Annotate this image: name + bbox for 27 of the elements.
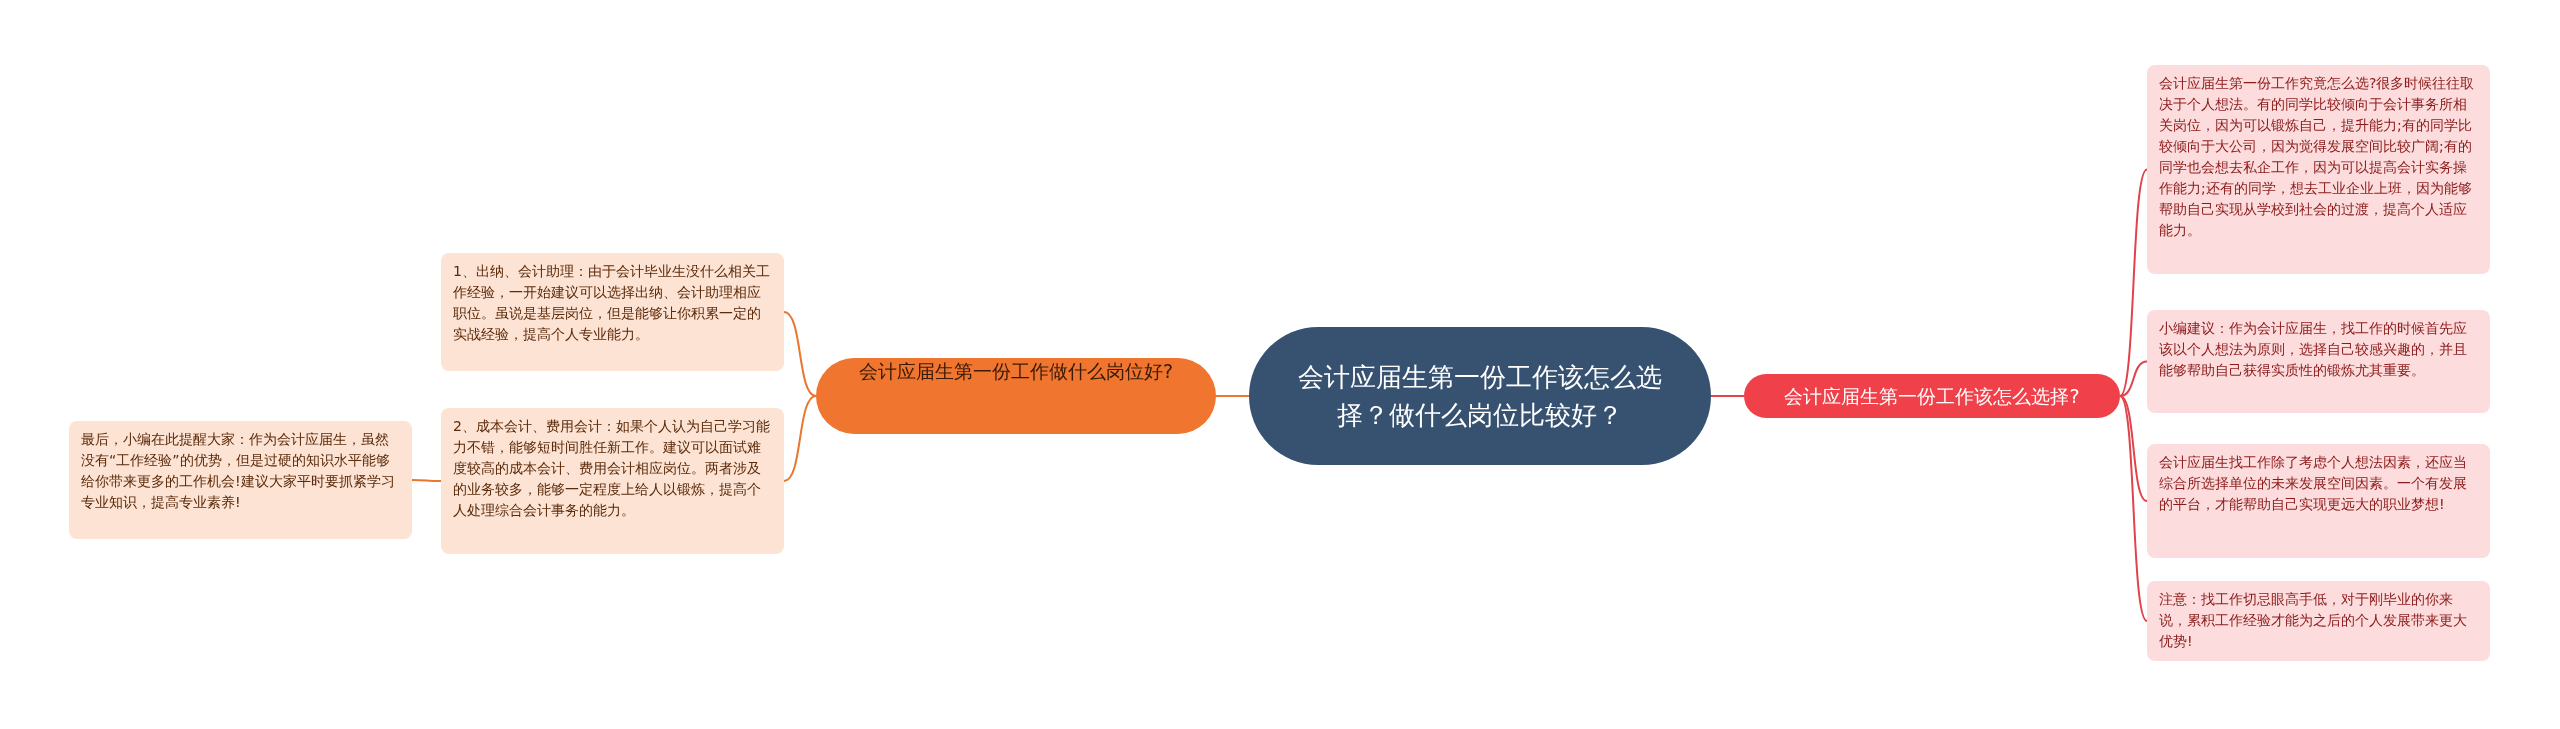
note-card	[441, 408, 784, 554]
node-text: 会计应届生第一份工作做什么岗位好?	[858, 359, 1174, 384]
connector-line	[2119, 168, 2148, 397]
connector-line	[2119, 395, 2148, 502]
node-text: 2、成本会计、费用会计：如果个人认为自己学习能力不错，能够短时间胜任新工作。建议可以面试难度较高的成本会计、费用会计相应岗位。两者涉及的业务较多，能够一定程度上给人以锻炼，提高个人处理综合会计事务的能力。	[453, 417, 771, 520]
connector-line	[783, 311, 817, 397]
connector-line	[2119, 395, 2148, 622]
note-card	[2147, 581, 2490, 661]
connector-line	[1215, 395, 1250, 397]
note-card	[2147, 310, 2490, 413]
connector-line	[411, 479, 442, 482]
connector-line	[1710, 395, 1745, 397]
node-text: 1、出纳、会计助理：由于会计毕业生没什么相关工作经验，一开始建议可以选择出纳、会计助理相应职位。虽说是基层岗位，但是能够让你积累一定的实战经验，提高个人专业能力。	[453, 262, 771, 344]
connector-line	[783, 395, 817, 482]
node-text: 小编建议：作为会计应届生，找工作的时候首先应该以个人想法为原则，选择自己较感兴趣的，并且能够帮助自己获得实质性的锻炼尤其重要。	[2159, 319, 2468, 380]
note-card	[69, 421, 412, 539]
node-text: 会计应届生找工作除了考虑个人想法因素，还应当综合所选择单位的未来发展空间因素。一个有发展的平台，才能帮助自己实现更远大的职业梦想!	[2159, 453, 2468, 514]
note-card	[2147, 65, 2490, 274]
branch-pill	[1744, 374, 2120, 418]
note-card	[441, 253, 784, 371]
connector-line	[2119, 360, 2148, 397]
node-text: 会计应届生第一份工作该怎么选择?	[1784, 384, 2080, 409]
node-text: 会计应届生第一份工作该怎么选择？做什么岗位比较好？	[1297, 361, 1663, 432]
node-text: 会计应届生第一份工作究竟怎么选?很多时候往往取决于个人想法。有的同学比较倾向于会计事务所相关岗位，因为可以锻炼自己，提升能力;有的同学比较倾向于大公司，因为觉得发展空间比较广阔;有的同学也会想去私企工作，因为可以提高会计实务操作能力;还有的同学，想去工业企业上班，因为能够帮助自己实现从学校到社会的过渡，提高个人适应能力。	[2159, 74, 2476, 240]
node-text: 注意：找工作切忌眼高手低，对于刚毕业的你来说，累积工作经验才能为之后的个人发展带来更大优势!	[2159, 590, 2468, 651]
note-card	[2147, 444, 2490, 558]
node-text: 最后，小编在此提醒大家：作为会计应届生，虽然没有“工作经验”的优势，但是过硬的知识水平能够给你带来更多的工作机会!建议大家平时要抓紧学习专业知识，提高专业素养!	[81, 430, 396, 512]
